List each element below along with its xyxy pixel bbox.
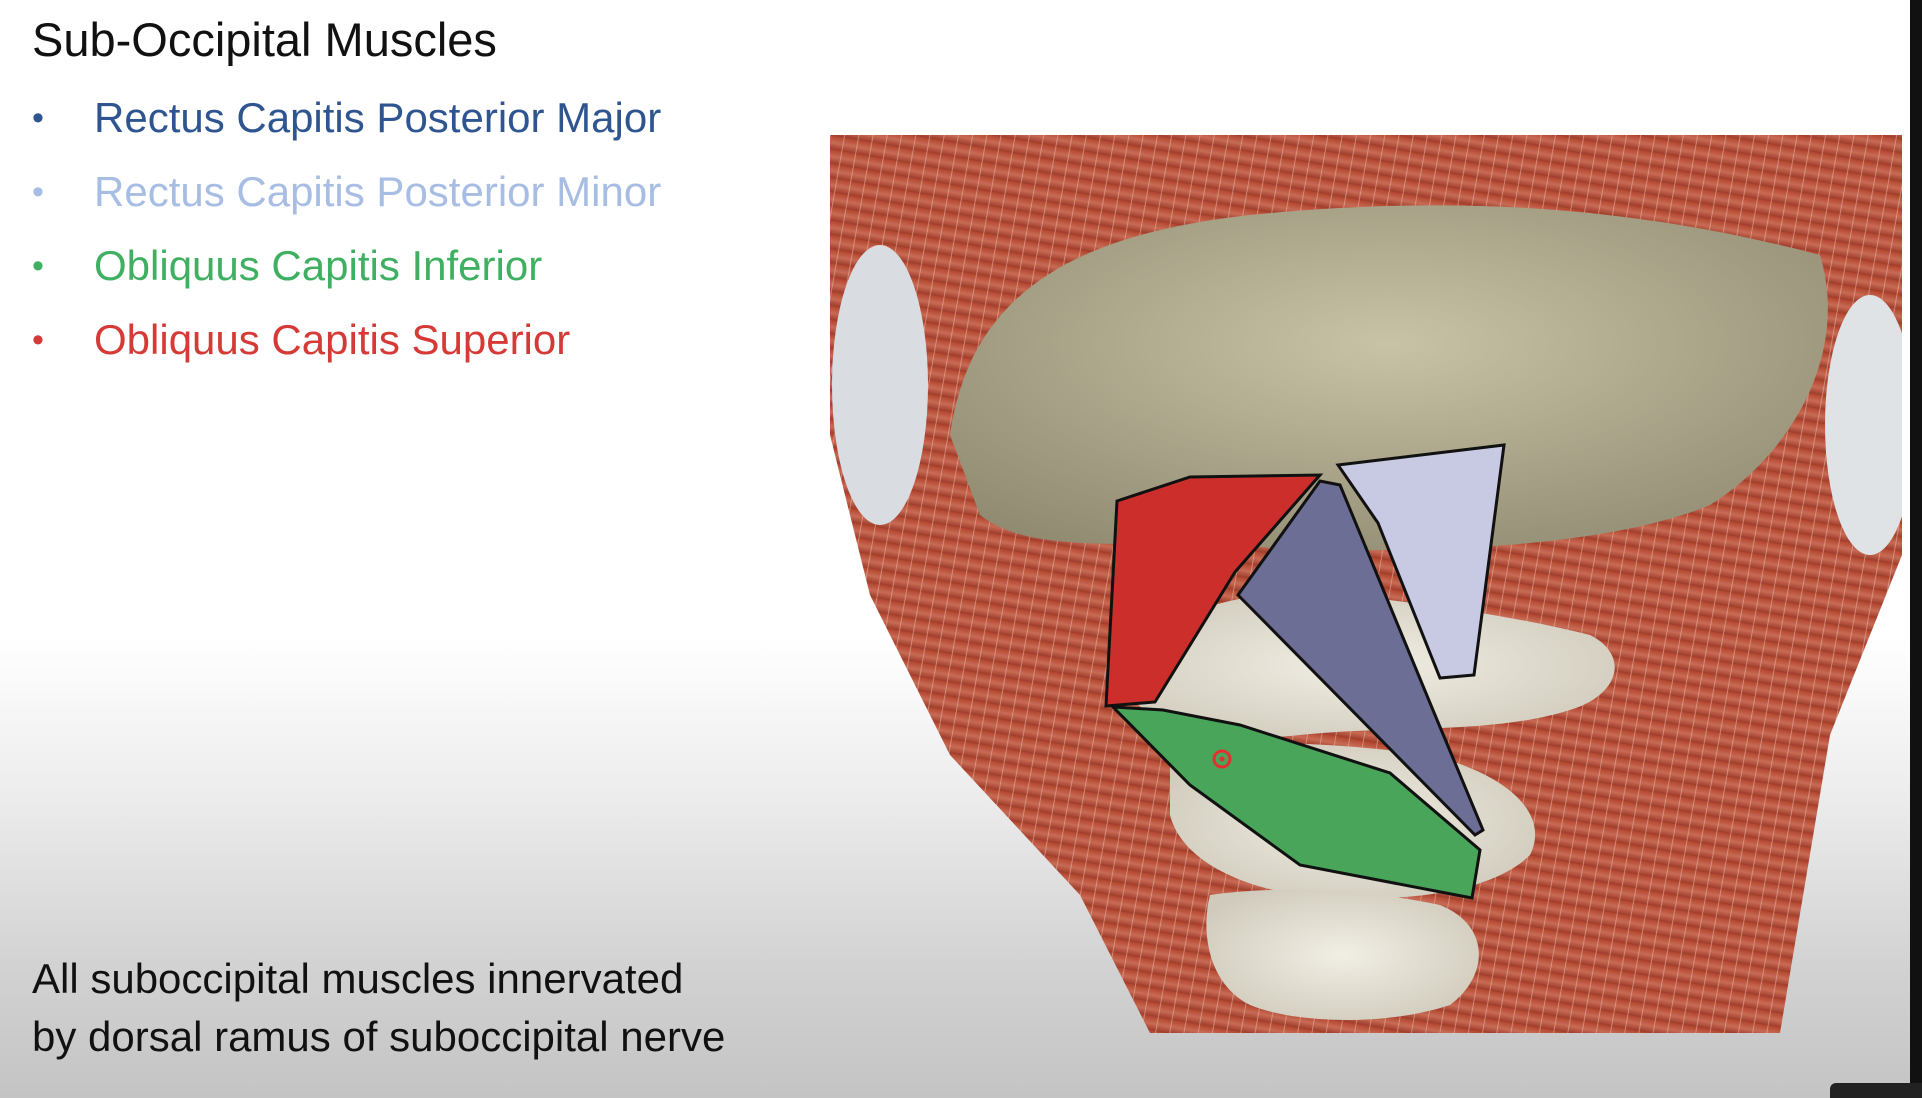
rectus-major-highlight: [1236, 479, 1485, 837]
innervation-line-1: All suboccipital muscles innervated: [32, 955, 684, 1002]
window-edge: [1910, 0, 1922, 1098]
right-ear: [1825, 295, 1902, 555]
list-item-label: Obliquus Capitis Superior: [94, 316, 571, 363]
list-item-label: Rectus Capitis Posterior Major: [94, 94, 662, 141]
list-item-rectus-minor: • Rectus Capitis Posterior Minor: [32, 166, 661, 240]
bullet-dot-icon: •: [32, 247, 44, 285]
list-item-label: Obliquus Capitis Inferior: [94, 242, 543, 289]
left-ear: [832, 245, 928, 525]
muscle-list: • Rectus Capitis Posterior Major • Rectu…: [32, 92, 661, 388]
corner-badge: [1830, 1083, 1922, 1098]
anatomy-illustration: [830, 135, 1902, 1033]
slide-title: Sub-Occipital Muscles: [32, 13, 497, 66]
list-item-obliquus-superior: • Obliquus Capitis Superior: [32, 314, 661, 388]
obliquus-inferior-highlight: [1109, 705, 1482, 900]
cursor-ring-icon: [1212, 749, 1232, 769]
innervation-note: All suboccipital muscles innervated by d…: [32, 950, 725, 1066]
bullet-dot-icon: •: [32, 173, 44, 211]
bullet-dot-icon: •: [32, 99, 44, 137]
bullet-dot-icon: •: [32, 321, 44, 359]
list-item-rectus-major: • Rectus Capitis Posterior Major: [32, 92, 661, 166]
list-item-obliquus-inferior: • Obliquus Capitis Inferior: [32, 240, 661, 314]
rectus-minor-highlight: [1335, 443, 1506, 680]
innervation-line-2: by dorsal ramus of suboccipital nerve: [32, 1013, 726, 1060]
list-item-label: Rectus Capitis Posterior Minor: [94, 168, 662, 215]
cervical-vertebra: [1206, 889, 1479, 1020]
occipital-bone: [950, 205, 1828, 551]
obliquus-superior-highlight: [1104, 473, 1324, 708]
